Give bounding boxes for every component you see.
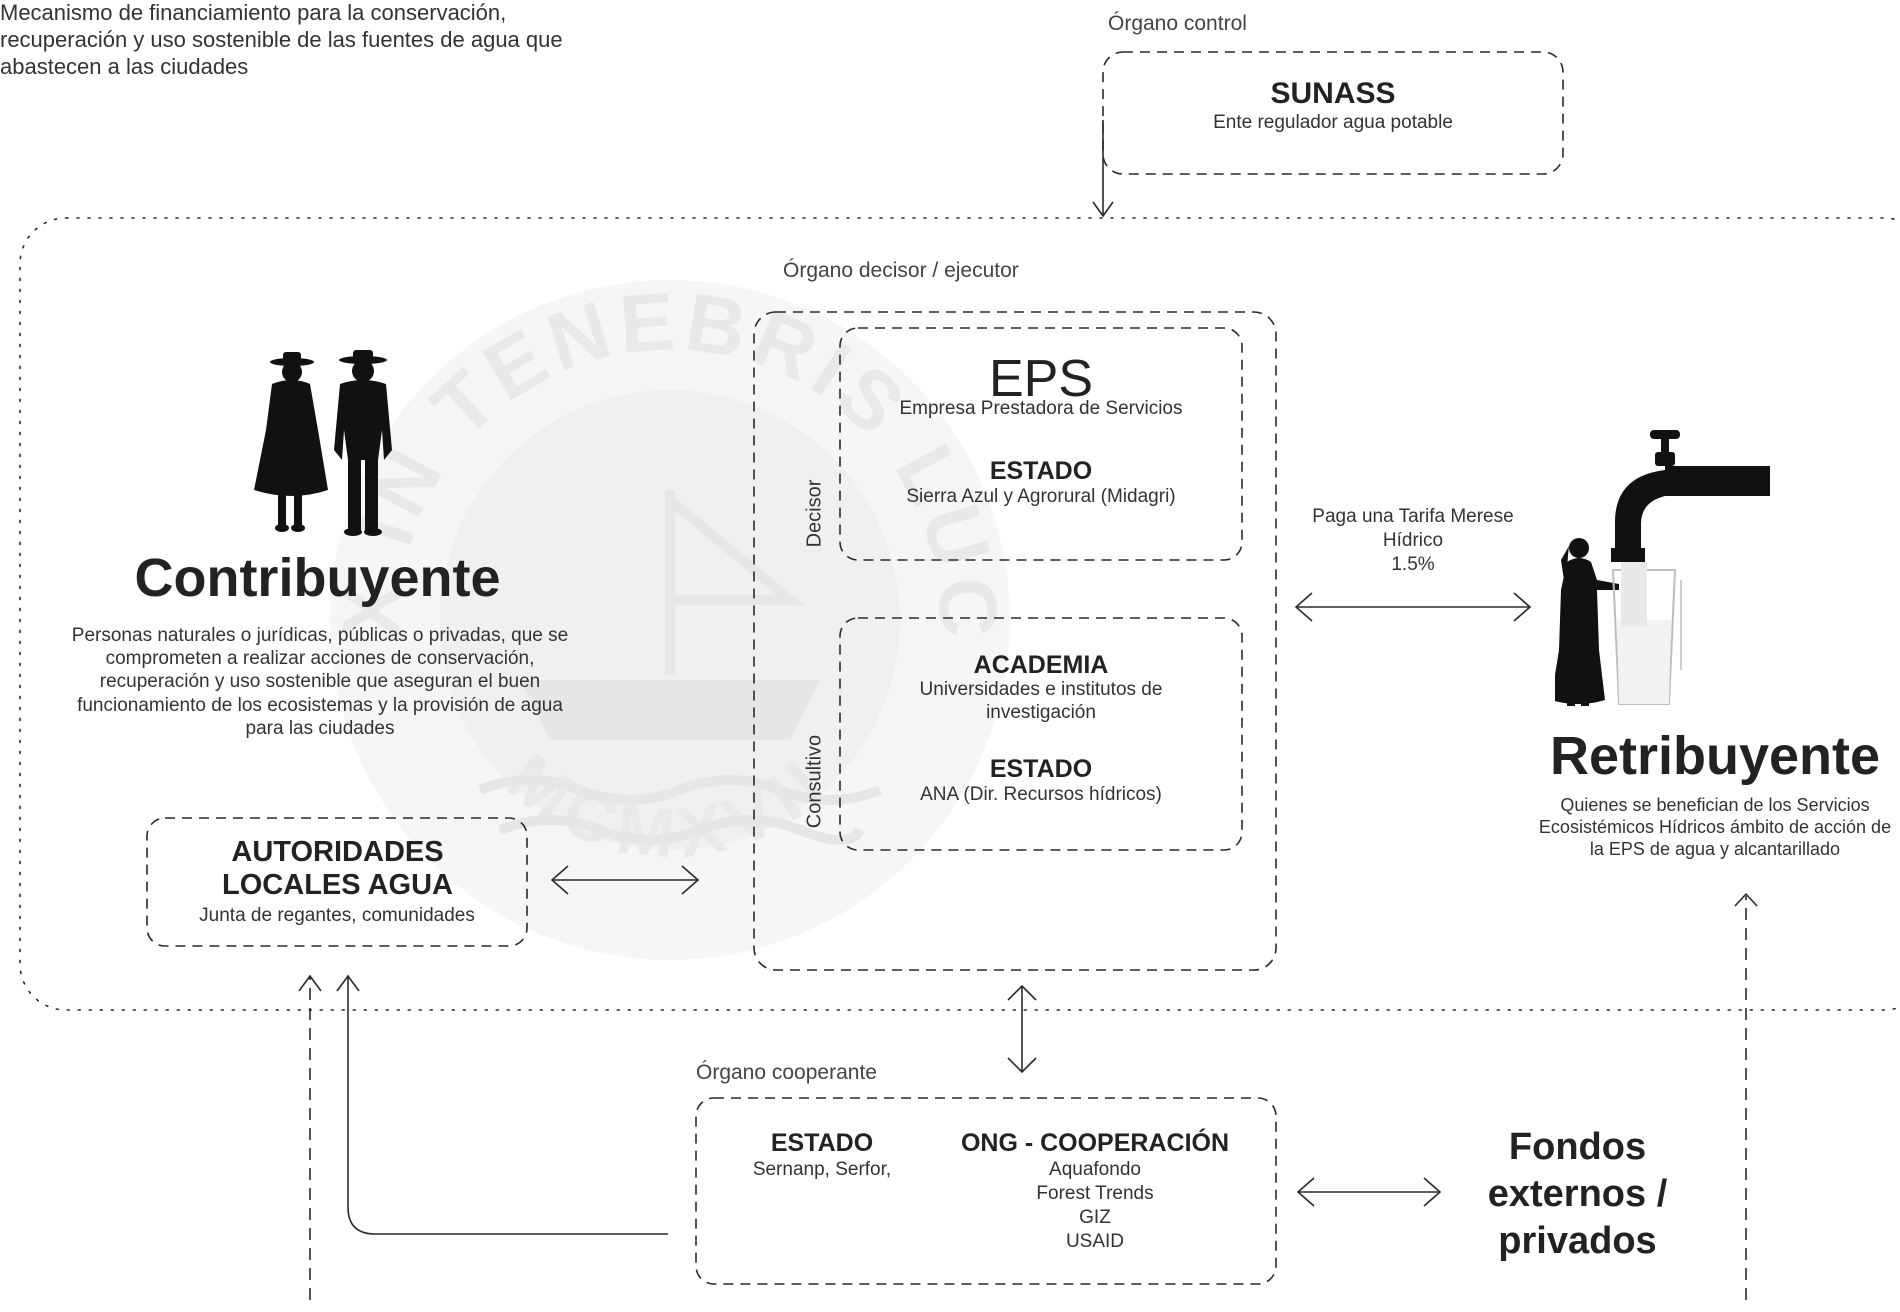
decisor-ejecutor-box	[753, 311, 1277, 971]
consultivo-side-label: Consultivo	[803, 734, 826, 829]
ong-item: USAID	[1065, 1231, 1125, 1252]
consultivo-box	[839, 617, 1243, 851]
autoridades-subtitle: Junta de regantes, comunidades	[199, 905, 475, 926]
academia-title: ACADEMIA	[973, 651, 1109, 679]
decisor-estado-title: ESTADO	[989, 457, 1093, 485]
fondos-line-1: Fondos	[1508, 1126, 1647, 1168]
cooperante-estado-title: ESTADO	[770, 1129, 874, 1157]
cooperante-box	[695, 1097, 1277, 1285]
payment-line-3: 1.5%	[1391, 554, 1435, 575]
decisor-estado-subtitle: Sierra Azul y Agrorural (Midagri)	[906, 486, 1176, 507]
autoridades-title: AUTORIDADES LOCALES AGUA	[222, 836, 453, 902]
woman-faucet-icon	[1555, 430, 1770, 706]
eps-subtitle: Empresa Prestadora de Servicios	[899, 398, 1183, 419]
cooperante-estado-subtitle: Sernanp, Serfor,	[752, 1159, 892, 1180]
cooperante-label: Órgano cooperante	[696, 1061, 877, 1084]
sunass-box	[1102, 51, 1564, 175]
consultivo-estado-title: ESTADO	[989, 755, 1093, 783]
consultivo-estado-subtitle: ANA (Dir. Recursos hídricos)	[920, 784, 1162, 805]
payment-line-2: Hídrico	[1382, 530, 1444, 551]
retribuyente-title: Retribuyente	[1549, 726, 1881, 786]
people-silhouette-icon	[254, 350, 392, 536]
contribuyente-description: Personas naturales o jurídicas, públicas…	[71, 625, 569, 739]
eps-title: EPS	[988, 350, 1094, 408]
academia-subtitle: Universidades e institutos de investigac…	[919, 679, 1163, 724]
university-seal-watermark: LUX IN TENEBRIS LUCET MCMXVII	[320, 270, 1010, 960]
sunass-subtitle: Ente regulador agua potable	[1213, 112, 1453, 133]
decisor-side-label: Decisor	[803, 479, 826, 548]
autoridades-box	[146, 817, 528, 947]
sunass-title: SUNASS	[1270, 77, 1396, 110]
ong-item: Forest Trends	[1036, 1183, 1154, 1204]
contribuyente-title: Contribuyente	[134, 548, 501, 608]
fondos-line-3: privados	[1498, 1220, 1657, 1262]
diagram-description: Mecanismo de financiamiento para la cons…	[0, 0, 563, 79]
ong-title: ONG - COOPERACIÓN	[960, 1129, 1230, 1157]
decisor-ejecutor-label: Órgano decisor / ejecutor	[783, 259, 1019, 282]
decisor-box	[839, 327, 1243, 561]
ong-item: GIZ	[1079, 1207, 1111, 1228]
fondos-line-2: externos /	[1487, 1173, 1668, 1215]
retribuyente-description: Quienes se benefician de los Servicios E…	[1538, 795, 1892, 859]
ong-item: Aquafondo	[1049, 1159, 1141, 1180]
control-label: Órgano control	[1108, 12, 1247, 35]
payment-line-1: Paga una Tarifa Merese	[1312, 506, 1514, 527]
